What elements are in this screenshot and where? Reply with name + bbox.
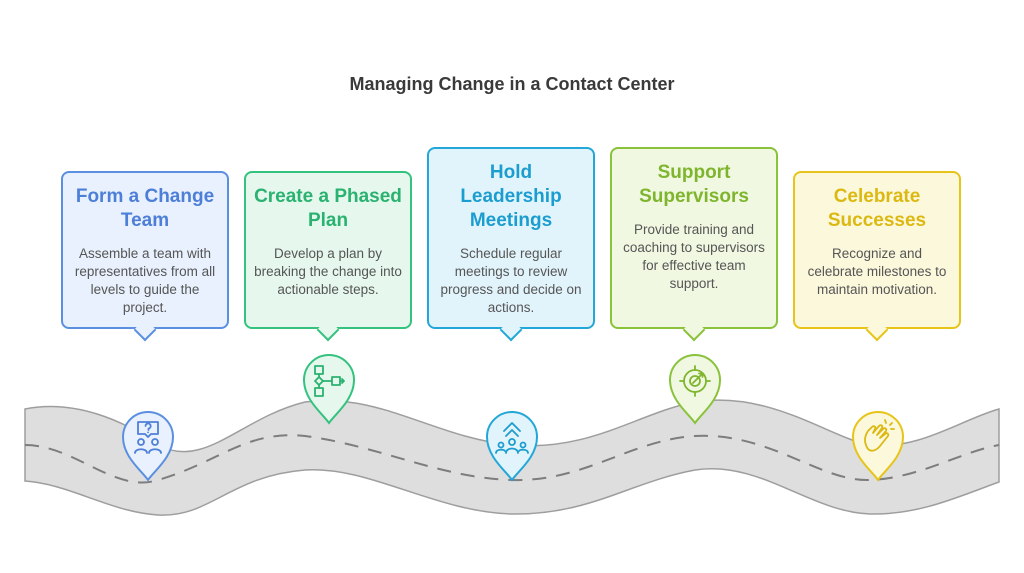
step-title: Celebrate Successes: [827, 186, 927, 231]
step-description: Schedule regular meetings to review prog…: [440, 246, 582, 315]
target-icon: [668, 354, 722, 425]
step-card-hold-leadership-meetings: Hold Leadership Meetings Schedule regula…: [427, 147, 595, 342]
flowchart-icon: [302, 354, 356, 425]
step-card-support-supervisors: Support Supervisors Provide training and…: [610, 147, 778, 342]
page-title: Managing Change in a Contact Center: [349, 74, 675, 94]
step-description: Develop a plan by breaking the change in…: [254, 246, 402, 297]
step-card-celebrate-successes: Celebrate Successes Recognize and celebr…: [793, 171, 961, 342]
step-title: Support Supervisors: [639, 162, 749, 207]
step-title: Hold Leadership Meetings: [460, 162, 562, 231]
step-card-form-change-team: Form a Change Team Assemble a team with …: [61, 171, 229, 342]
step-card-create-phased-plan: Create a Phased Plan Develop a plan by b…: [244, 171, 412, 342]
leadership-meeting-icon: [485, 411, 539, 482]
clapping-hands-icon: [851, 411, 905, 482]
step-description: Recognize and celebrate milestones to ma…: [807, 246, 947, 297]
step-description: Provide training and coaching to supervi…: [623, 222, 765, 291]
step-title: Form a Change Team: [75, 186, 215, 231]
step-title: Create a Phased Plan: [254, 186, 402, 231]
team-question-icon: [121, 411, 175, 482]
step-description: Assemble a team with representatives fro…: [74, 246, 216, 315]
